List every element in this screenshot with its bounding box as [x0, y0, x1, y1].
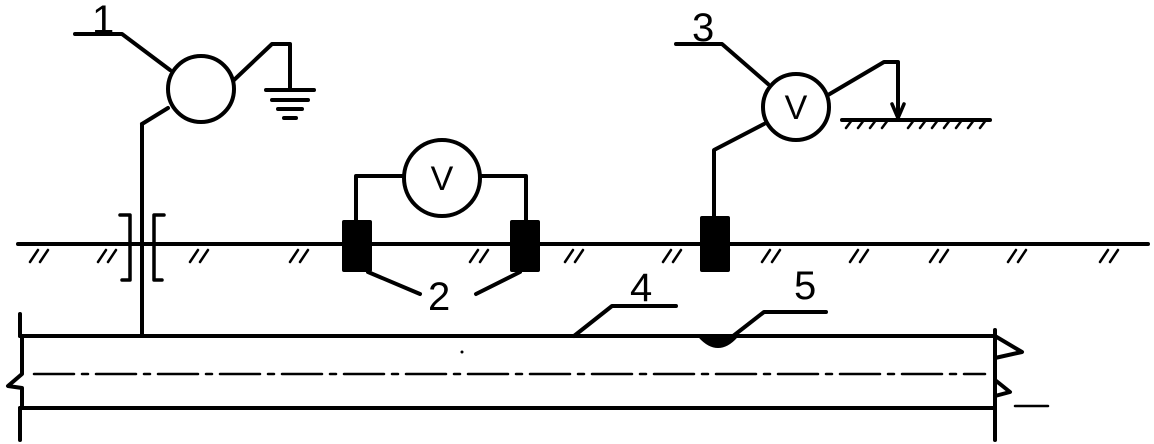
reference-surface: [840, 118, 992, 130]
ground-surface: [16, 242, 1150, 264]
label-5-leader: [726, 310, 828, 342]
reference-electrode: [700, 216, 730, 272]
label-2-leader-left: [366, 270, 422, 296]
voltmeter-3-circle: [761, 72, 831, 142]
label-3-leader: [674, 42, 770, 86]
label-1: 1: [92, 0, 115, 42]
label-2-leader-right: [474, 270, 522, 296]
electrode-left: [342, 220, 372, 272]
label-4-leader: [572, 304, 678, 338]
voltmeter-3-lead-down: [712, 122, 766, 220]
voltmeter-3-lead-out: [826, 60, 900, 120]
voltmeter-3-symbol: V: [785, 89, 808, 127]
instrument-1-circle: [166, 54, 236, 124]
label-4: 4: [630, 266, 653, 310]
label-2: 2: [428, 275, 451, 319]
earth-lead: [232, 42, 292, 90]
instrument-1-leader: [73, 32, 172, 72]
pipeline: [6, 312, 1050, 442]
instrument-1-lead: [118, 106, 170, 338]
label-3: 3: [692, 6, 715, 50]
voltmeter-2-lead-right: [479, 174, 528, 224]
earth-ground-icon: [264, 88, 316, 120]
label-5: 5: [794, 264, 817, 308]
voltmeter-2-symbol: V: [431, 160, 454, 198]
electrode-right: [510, 220, 540, 272]
voltmeter-2-circle: [402, 138, 482, 218]
voltmeter-2-lead-left: [354, 174, 405, 224]
